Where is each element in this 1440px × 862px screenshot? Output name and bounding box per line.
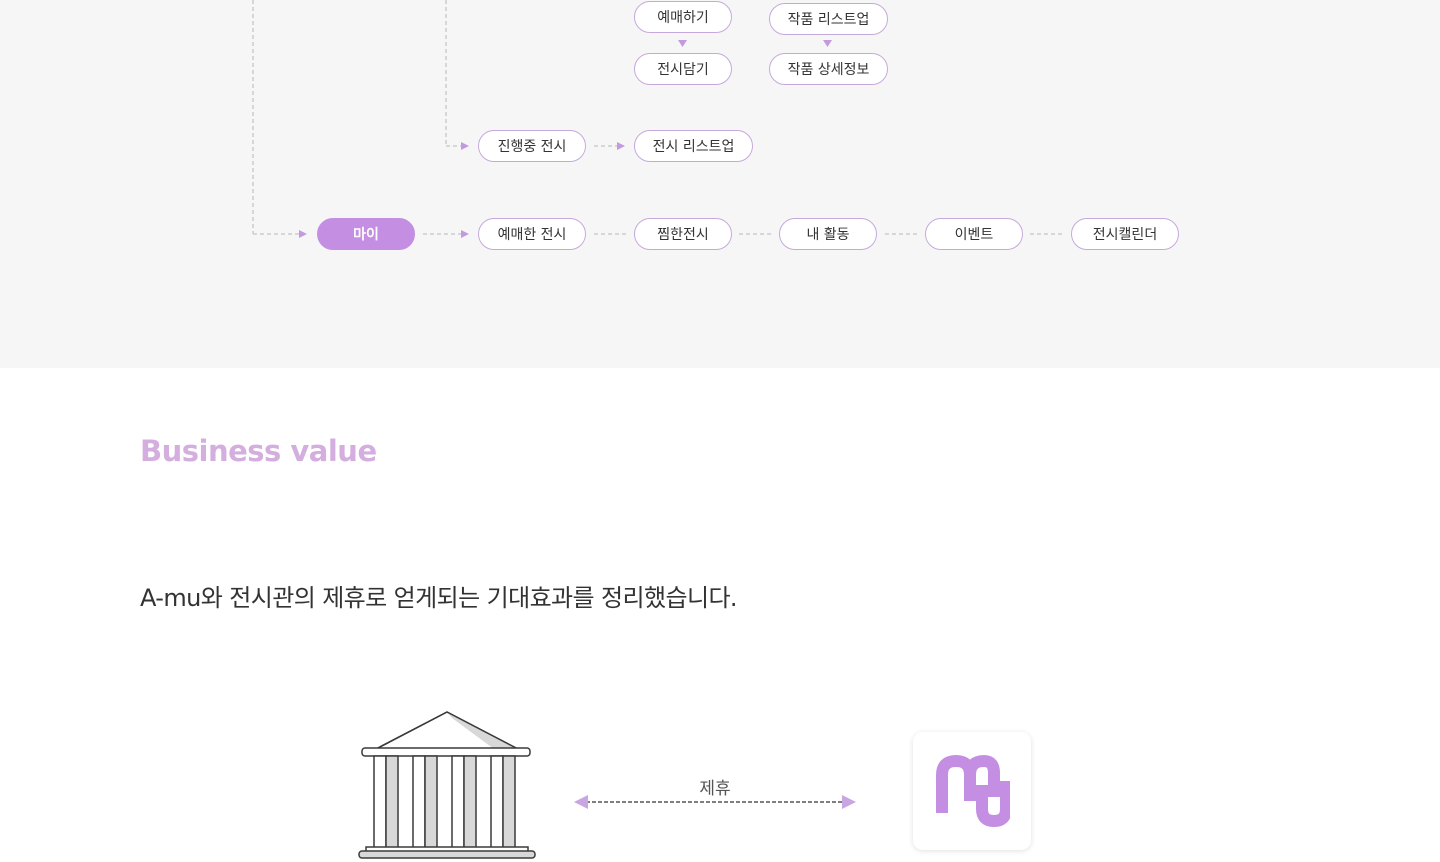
- flow-node-booked-exhibition: 예매한 전시: [478, 218, 586, 250]
- flow-node-event: 이벤트: [925, 218, 1023, 250]
- business-value-title: Business value: [140, 434, 377, 468]
- flow-node-ticketing: 예매하기: [634, 1, 732, 33]
- double-arrow-icon: [574, 795, 856, 809]
- flow-connectors: [252, 0, 1064, 238]
- flow-node-my-activity: 내 활동: [779, 218, 877, 250]
- flow-node-artwork-list: 작품 리스트업: [769, 3, 888, 35]
- flow-node-artwork-detail: 작품 상세정보: [769, 53, 888, 85]
- flow-node-my: 마이: [317, 218, 415, 250]
- service-flow-diagram: 예매하기 전시담기 작품 리스트업 작품 상세정보 진행중 전시 전시 리스트업…: [0, 0, 1440, 368]
- business-value-description: A-mu와 전시관의 제휴로 얻게되는 기대효과를 정리했습니다.: [140, 584, 738, 612]
- museum-building-icon: [358, 711, 536, 859]
- amu-app-logo-card: [913, 732, 1031, 850]
- partnership-connector: 제휴: [570, 770, 860, 820]
- amu-logo-icon: [936, 755, 1010, 827]
- partnership-label: 제휴: [699, 779, 731, 799]
- flow-node-ongoing-exhibition: 진행중 전시: [478, 130, 586, 162]
- flow-node-saved-exhibition: 찜한전시: [634, 218, 732, 250]
- flow-node-add-exhibition: 전시담기: [634, 53, 732, 85]
- flow-node-exhibition-list: 전시 리스트업: [634, 130, 753, 162]
- flow-node-exhibition-calendar: 전시캘린더: [1071, 218, 1179, 250]
